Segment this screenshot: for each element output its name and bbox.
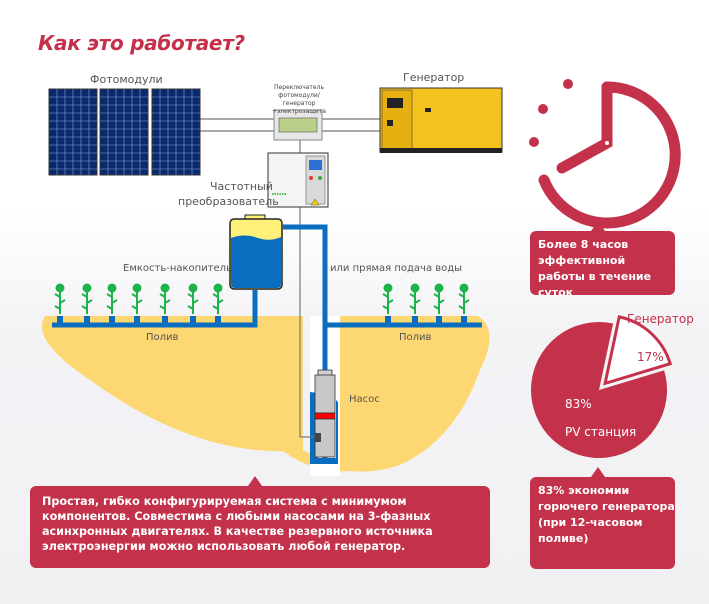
plant-icon xyxy=(382,283,394,314)
plant-icon xyxy=(81,283,93,314)
inverter-label: Частотный преобразователь xyxy=(178,179,279,209)
plant-icon xyxy=(187,283,199,314)
pump-icon xyxy=(314,369,336,458)
pie-label-generator: Генератор xyxy=(627,312,694,326)
plant-icon xyxy=(159,283,171,314)
plant-icon xyxy=(106,283,118,314)
direct-supply-label: или прямая подача воды xyxy=(330,263,463,274)
pie-callout: 83% экономии горючего генератора (при 12… xyxy=(530,467,675,569)
plant-icon xyxy=(433,283,445,314)
plant-icon xyxy=(212,283,224,314)
inverter-icon xyxy=(267,152,329,208)
pie-slice-pv xyxy=(531,322,667,458)
switch-label-line3: +электрозащита xyxy=(271,108,327,115)
switch-label-line1: Переключатель xyxy=(274,84,324,91)
switch-box-icon xyxy=(273,109,323,141)
page-title: Как это работает? xyxy=(38,31,245,55)
generator-label: Генератор xyxy=(403,71,465,84)
plant-icon xyxy=(54,283,66,314)
soil-bottom xyxy=(250,420,360,472)
emitters-left xyxy=(57,316,467,326)
solar-label: Фотомодули xyxy=(90,73,163,86)
inverter-label-line1: Частотный xyxy=(210,180,273,193)
pump-label: Насос xyxy=(349,394,380,405)
clock-dots xyxy=(529,79,573,147)
plant-icon xyxy=(131,283,143,314)
switch-label: Переключатель фотомодули/генератор +элек… xyxy=(262,84,336,116)
field-right-label: Полив xyxy=(399,332,432,343)
inverter-label-line2: преобразователь xyxy=(178,195,279,208)
solar-panels-icon xyxy=(48,88,201,176)
plant-icon xyxy=(458,283,470,314)
generator-icon xyxy=(379,87,503,153)
storage-tank-icon xyxy=(229,214,283,290)
soil-right xyxy=(340,316,490,472)
switch-label-line2: фотомодули/генератор xyxy=(278,92,320,107)
plants xyxy=(54,283,470,314)
pie-value-pv: 83% xyxy=(565,397,592,411)
pie-chart xyxy=(531,315,673,458)
pie-label-pv: PV станция xyxy=(565,425,637,439)
field-left-label: Полив xyxy=(146,332,179,343)
clock-icon xyxy=(538,81,681,229)
pie-value-generator: 17% xyxy=(637,350,664,364)
description-callout: Простая, гибко конфигурируемая система с… xyxy=(30,476,490,568)
clock-callout: Более 8 часов эффективной работы в течен… xyxy=(530,221,675,299)
soil-left xyxy=(42,316,303,452)
plant-icon xyxy=(409,283,421,314)
pie-slice-generator xyxy=(603,315,673,386)
tank-label: Емкость-накопитель xyxy=(123,263,232,274)
